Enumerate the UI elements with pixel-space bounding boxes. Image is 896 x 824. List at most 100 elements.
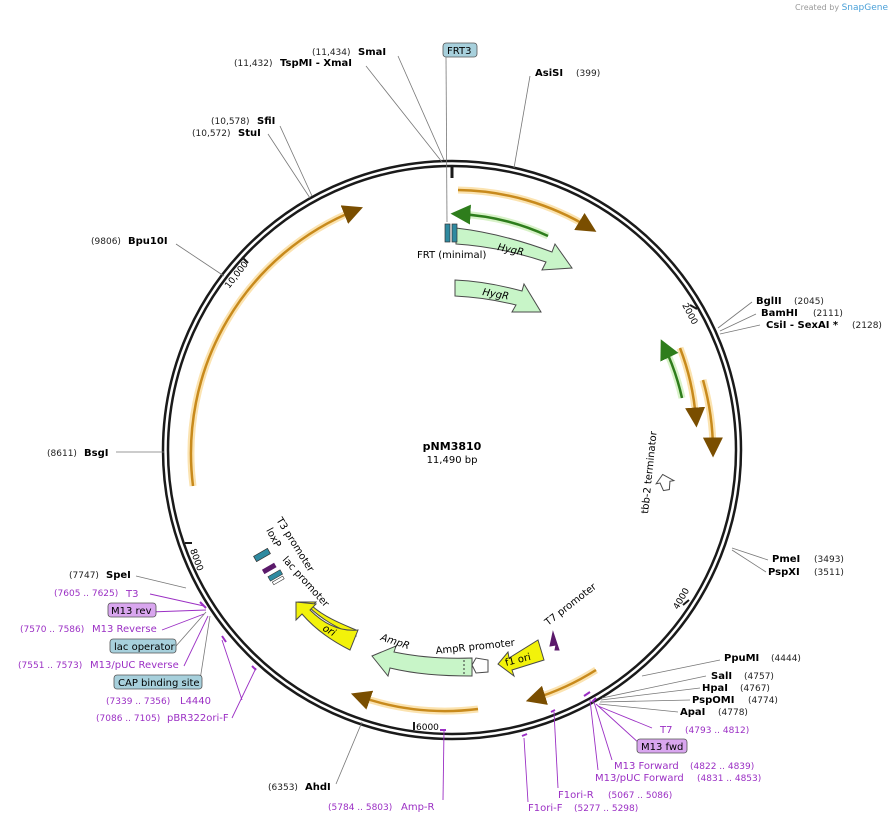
hygr-arrow-1 [455, 227, 573, 271]
enzyme-name-bsgi: BsgI [84, 448, 108, 459]
feature-name-lac-operator: lac operator [114, 642, 175, 653]
enzyme-name-pspxi: PspXI [768, 567, 800, 578]
tick-4000-mark [682, 599, 690, 606]
enzyme-pos-stui: (10,572) [192, 129, 231, 139]
primer-pos-m13-puc-forward: (4831 .. 4853) [697, 774, 761, 784]
primer-pos-m13-reverse: (7570 .. 7586) [20, 625, 84, 635]
backbone [161, 159, 743, 741]
primer-pos-m13-puc-reverse: (7551 .. 7573) [18, 661, 82, 671]
feature-name-cap-binding-site: CAP binding site [118, 678, 200, 689]
orf-arc-bottom [350, 690, 479, 713]
enzyme-name-bamhi: BamHI [761, 308, 798, 319]
enzyme-name-sali: SalI [711, 671, 732, 682]
orf-arcs [187, 186, 723, 715]
orf-arc-right-2 [701, 379, 723, 458]
green-arc-right [660, 339, 684, 399]
enzyme-name-asisi: AsiSI [535, 68, 563, 79]
loxp-glyph [253, 547, 271, 563]
enzyme-pos-smai: (11,434) [312, 48, 351, 58]
primer-name-m13-forward: M13 Forward [614, 761, 679, 772]
primer-name-f1ori-f: F1ori-F [528, 803, 563, 814]
primer-pos-amp-r: (5784 .. 5803) [328, 803, 392, 813]
enzyme-pos-sfii: (10,578) [211, 117, 250, 127]
enzyme-name-pmei: PmeI [772, 554, 800, 565]
m13-fwd-box [636, 738, 688, 754]
enzyme-name-ahdi: AhdI [305, 782, 331, 793]
frt-minimal-label: FRT (minimal) [417, 250, 486, 261]
primer-marks [199, 601, 597, 737]
primer-name-m13-fwd: M13 fwd [641, 742, 683, 753]
ori-arrow-body [295, 601, 359, 651]
enzyme-leaders [116, 55, 769, 785]
tbb2-terminator-label: tbb-2 terminator [640, 430, 660, 514]
enzyme-pos-sali: (4757) [744, 672, 774, 682]
frt3-box: FRT3 [442, 42, 478, 223]
primer-pos-f1ori-f: (5277 .. 5298) [574, 804, 638, 814]
green-orf-arcs [450, 204, 686, 399]
primer-name-f1ori-r: F1ori-R [558, 790, 594, 801]
plasmid-name: pNM3810 [423, 440, 482, 453]
enzyme-name-apai: ApaI [680, 707, 705, 718]
ampr-promoter-arrow [471, 657, 489, 674]
lac-operator-box [109, 638, 177, 654]
primer-name-m13-puc-reverse: M13/pUC Reverse [90, 660, 179, 671]
enzyme-pos-pspxi: (3511) [814, 568, 844, 578]
enzyme-pos-bglii: (2045) [794, 297, 824, 307]
enzyme-name-smai: SmaI [358, 47, 386, 58]
enzyme-name-ppumi: PpuMI [724, 653, 759, 664]
enzyme-pos-ahdi: (6353) [268, 783, 298, 793]
m13-rev-box [107, 602, 157, 618]
enzyme-pos-bpu10i: (9806) [91, 237, 121, 247]
tick-label-6000: 6000 [416, 723, 439, 733]
enzyme-name-stui: StuI [238, 128, 261, 139]
snapgene-logo-text: SnapGene [841, 3, 888, 13]
orf-arc-right-1 [678, 347, 706, 428]
enzyme-pos-ppumi: (4444) [771, 654, 801, 664]
tick-10000-mark [241, 256, 249, 264]
primer-name-t7: T7 [659, 725, 672, 736]
enzyme-name-csii: CsiI - SexAI * [766, 320, 839, 331]
credit-prefix: Created by [795, 3, 840, 12]
snapgene-credit: Created by SnapGene [795, 3, 888, 13]
frt-minimal-glyph [451, 223, 458, 243]
primer-pos-f1ori-r: (5067 .. 5086) [608, 791, 672, 801]
frt3-glyph [444, 223, 451, 243]
primer-pos-t7: (4793 .. 4812) [685, 726, 749, 736]
lac-region-glyphs [253, 547, 285, 586]
ampr-promoter-label: AmpR promoter [435, 638, 516, 657]
enzyme-name-tspmi: TspMI - XmaI [280, 58, 352, 69]
t7-promoter-arrow [549, 630, 560, 651]
frt3-label: FRT3 [447, 46, 471, 57]
primer-name-m13-reverse: M13 Reverse [92, 624, 157, 635]
orf-arc-left [189, 205, 363, 487]
enzyme-pos-asisi: (399) [576, 69, 600, 79]
enzyme-pos-apai: (4778) [718, 708, 748, 718]
green-arc-top [450, 204, 549, 238]
enzyme-labels: (11,434) SmaI (11,432) TspMI - XmaI (10,… [47, 47, 882, 793]
primer-pos-t3: (7605 .. 7625) [54, 589, 118, 599]
primer-name-l4440: L4440 [180, 696, 211, 707]
enzyme-pos-hpai: (4767) [740, 684, 770, 694]
primer-labels: (7605 .. 7625) T3 M13 rev (7570 .. 7586)… [18, 589, 761, 814]
enzyme-name-sfii: SfiI [257, 116, 275, 127]
feature-leaders [175, 611, 211, 681]
enzyme-pos-tspmi: (11,432) [234, 59, 273, 69]
hygr-label-2: HygR [481, 287, 509, 302]
enzyme-name-pspomi: PspOMI [692, 695, 734, 706]
orf-arc-top [457, 188, 597, 232]
t3-glyph [261, 562, 277, 575]
enzyme-pos-spei: (7747) [69, 571, 99, 581]
enzyme-name-hpai: HpaI [702, 683, 728, 694]
primer-name-pbr322ori-f: pBR322ori-F [167, 713, 229, 724]
frt-glyphs [444, 223, 458, 243]
f1-ori-arrow [497, 639, 545, 678]
primer-name-m13-puc-forward: M13/pUC Forward [595, 773, 684, 784]
primer-name-t3: T3 [125, 589, 138, 600]
enzyme-name-bglii: BglII [756, 296, 782, 307]
enzyme-pos-pspomi: (4774) [748, 696, 778, 706]
plasmid-length: 11,490 bp [427, 455, 478, 466]
enzyme-pos-bsgi: (8611) [47, 449, 77, 459]
primer-pos-m13-forward: (4822 .. 4839) [690, 762, 754, 772]
primer-pos-l4440: (7339 .. 7356) [106, 697, 170, 707]
